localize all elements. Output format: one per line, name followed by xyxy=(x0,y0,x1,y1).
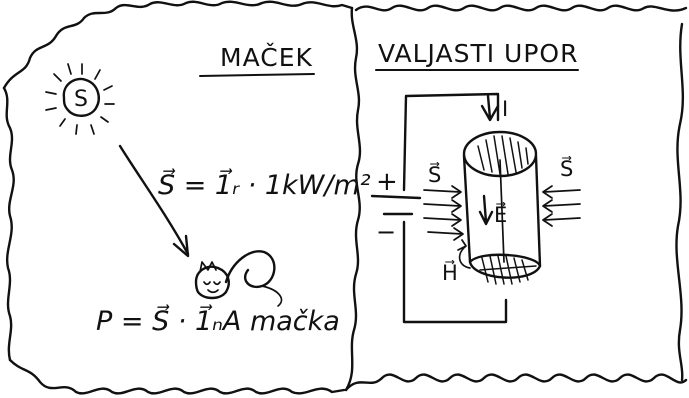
left-panel-bottom-border xyxy=(8,358,346,395)
left-panel-left-border xyxy=(2,86,15,362)
e-field-label: E⃗ xyxy=(494,202,507,227)
cat-mouth xyxy=(207,289,219,294)
axis-line xyxy=(499,159,505,263)
e-field-arrow xyxy=(478,194,494,226)
cat-body xyxy=(224,250,276,289)
circuit-wire xyxy=(402,92,508,324)
sunlight-arrow xyxy=(118,144,190,256)
right-panel: VALJASTI UPOR I + − xyxy=(370,39,581,324)
divider-line xyxy=(344,6,362,392)
battery-plus: + xyxy=(376,167,398,197)
battery-long-plate xyxy=(370,194,422,200)
right-panel-top-border xyxy=(354,4,688,12)
battery-minus: − xyxy=(376,218,396,246)
poynting-formula: S⃗ = 1⃗ᵣ · 1kW/m² xyxy=(158,168,371,201)
left-panel-top-border xyxy=(2,0,354,90)
current-arrow xyxy=(480,94,500,122)
left-panel: MAČEK S S⃗ = 1⃗ᵣ · 1kW/m² xyxy=(45,42,371,337)
right-panel-title: VALJASTI UPOR xyxy=(378,39,578,68)
top-hatching xyxy=(477,135,529,175)
left-panel-title: MAČEK xyxy=(220,42,313,72)
power-formula: P = S⃗ · 1⃗ₙA mačka xyxy=(96,304,340,337)
cylinder-sides xyxy=(462,154,542,268)
right-panel-right-border xyxy=(675,22,685,382)
current-label: I xyxy=(502,97,508,121)
bottom-hatching xyxy=(479,255,537,285)
sun-icon: S xyxy=(45,63,115,135)
poynting-arrows-right xyxy=(542,185,581,227)
cat-eyes xyxy=(203,281,221,286)
poynting-left-label: S⃗ xyxy=(428,162,441,187)
battery-icon: + − xyxy=(370,167,422,246)
cat-drawing xyxy=(194,250,283,307)
cat-tail xyxy=(261,285,283,307)
poynting-arrows-left xyxy=(423,185,464,241)
sunlight-arrowhead xyxy=(172,234,190,258)
h-field-arrow xyxy=(457,239,471,269)
h-field-label: H⃗ xyxy=(442,260,458,285)
sun-rays xyxy=(45,63,115,135)
left-title-underline xyxy=(199,73,315,77)
cylinder-resistor: E⃗ xyxy=(462,130,542,285)
cat-ears xyxy=(199,261,217,273)
sun-label: S xyxy=(74,87,88,112)
sun-disc xyxy=(62,77,100,117)
poynting-right-label: S⃗ xyxy=(560,156,573,181)
right-panel-bottom-border xyxy=(344,373,688,392)
